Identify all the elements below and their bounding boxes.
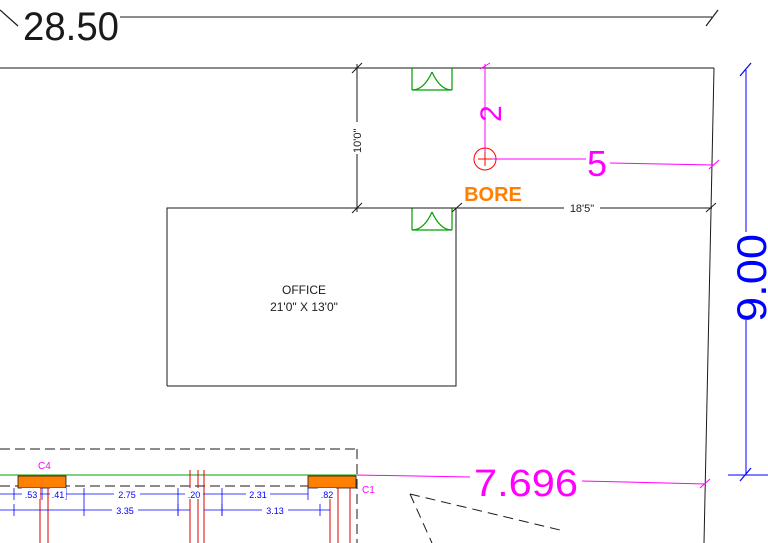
small-dim-row2-0: 3.35	[116, 506, 134, 516]
bore-marker	[473, 147, 497, 171]
bore-offset-right-label: 5	[587, 143, 607, 184]
small-dimensions: .53 .41 2.75 .20 2.31 .82 3.35 3.13	[0, 488, 336, 516]
small-dim-row2-1: 3.13	[266, 506, 284, 516]
small-dim-4: 2.31	[249, 490, 267, 500]
top-dimension-label: 28.50	[23, 5, 119, 49]
column-c4-label: C4	[38, 461, 51, 472]
small-dim-0: .53	[25, 490, 38, 500]
lower-boundary	[0, 448, 358, 543]
frame-members	[39, 470, 351, 543]
small-dim-1: .41	[52, 490, 65, 500]
office-name: OFFICE	[282, 283, 326, 297]
dim-18ft: 18'5"	[451, 200, 717, 215]
bottom-dimension-label: 7.696	[474, 463, 578, 505]
top-dimension: 28.50	[0, 5, 719, 49]
bore-offset-horizontal: 5	[485, 143, 720, 184]
office-walls	[166, 207, 457, 387]
column-c1: C1	[307, 475, 375, 496]
dim-18ft-label: 18'5"	[570, 203, 594, 215]
door-office	[411, 208, 453, 231]
small-dim-2: 2.75	[118, 490, 136, 500]
dim-10ft-label: 10'0"	[352, 129, 364, 153]
bore-offset-vertical: 2	[475, 62, 508, 158]
dim-10ft-label-bg	[350, 122, 364, 154]
dim-10ft: 10'0"	[350, 62, 364, 214]
swing-lines	[409, 493, 561, 543]
small-dim-5: .82	[321, 490, 334, 500]
small-dim-3: .20	[188, 490, 201, 500]
bore-offset-top-label: 2	[475, 105, 508, 122]
bore-label: BORE	[464, 184, 522, 206]
office-size: 21'0" X 13'0"	[270, 300, 338, 314]
dim-10ft-tick-top	[351, 62, 363, 74]
office-room: OFFICE 21'0" X 13'0"	[166, 207, 457, 387]
door-top	[411, 68, 453, 91]
right-dimension: 9.00	[728, 62, 768, 482]
top-dim-tick-right	[705, 9, 719, 27]
bottom-dimension: 7.696	[356, 463, 711, 505]
right-dimension-label: 9.00	[728, 234, 768, 322]
top-dim-tick-left	[0, 9, 19, 27]
column-c1-label: C1	[362, 485, 375, 496]
outer-wall-right	[703, 67, 715, 543]
column-c4: C4	[17, 461, 67, 489]
